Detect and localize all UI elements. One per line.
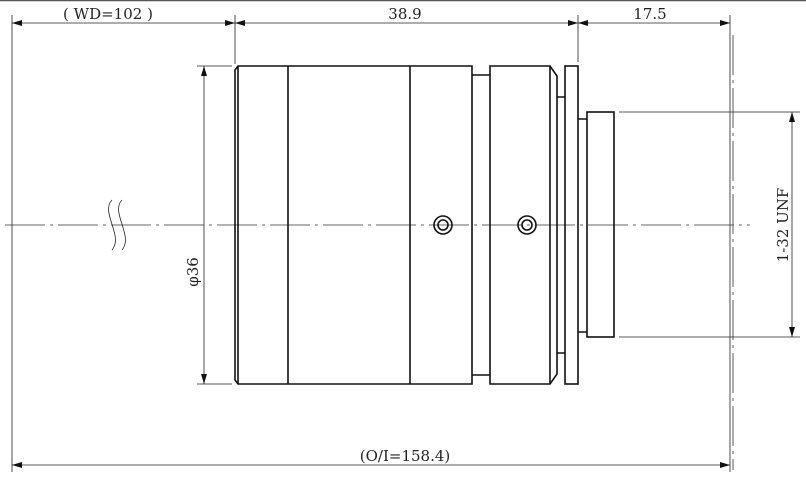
lens-body bbox=[234, 65, 615, 385]
dim-diameter: φ36 bbox=[184, 257, 202, 287]
dim-thread: 1-32 UNF bbox=[774, 188, 792, 263]
set-screw-icon bbox=[433, 215, 453, 235]
dim-working-distance: ( WD=102 ) bbox=[63, 5, 153, 23]
set-screw-icon bbox=[517, 215, 537, 235]
dim-total-length: (O/I=158.4) bbox=[360, 447, 451, 465]
dim-body-length: 38.9 bbox=[388, 5, 421, 23]
dimension-lines bbox=[12, 20, 795, 468]
dim-flange-length: 17.5 bbox=[633, 5, 666, 23]
extension-lines bbox=[11, 15, 800, 472]
break-symbol bbox=[108, 199, 126, 251]
